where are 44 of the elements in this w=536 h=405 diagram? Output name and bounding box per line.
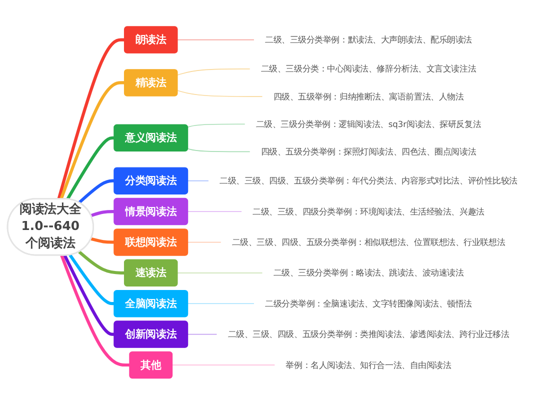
node-text: 二级、三级分类举例：默读法、大声朗读法、配乐朗读法 — [265, 35, 472, 45]
connector — [177, 39, 254, 40]
connector — [90, 210, 114, 218]
node-text: 二级、三级分类：中心阅读法、修辞分析法、文言文读注法 — [260, 64, 476, 74]
connector — [187, 334, 218, 335]
node-box: 全脑阅读法 — [114, 290, 188, 318]
node-text: 二级、三级、四级分类举例：环境阅读法、生活经验法、兴趣法 — [252, 206, 484, 216]
node-text: 二级、三级分类举例：略读法、跳读法、波动速读法 — [273, 268, 464, 278]
connector — [78, 179, 114, 204]
connector — [57, 38, 124, 200]
connector — [63, 254, 114, 336]
connector — [60, 81, 124, 200]
node-text: 二级、三级、四级、五级分类举例：年代分类法、内容形式对比法、评价性比较法 — [220, 176, 518, 186]
node-box: 其他 — [129, 351, 173, 379]
node-box: 速读法 — [124, 259, 178, 287]
connector — [177, 68, 250, 76]
node-text: 四级、五级分类举例：探照灯阅读法、四色法、圈点阅读法 — [260, 146, 476, 157]
node-text: 二级分类举例：全脑速读法、文字转图像阅读法、顿悟法 — [265, 298, 472, 309]
connector — [187, 148, 250, 152]
connector — [187, 124, 246, 128]
connector — [187, 180, 209, 182]
node-text: 二级、三级、四级、五级分类举例：类推阅读法、渗透阅读法、跨行业迁移法 — [228, 330, 510, 340]
connector — [177, 90, 263, 98]
node-box: 创新阅读法 — [114, 320, 188, 348]
connector — [187, 242, 222, 243]
node-text: 四级、五级举例：归纳推断法、寓语前置法、人物法 — [273, 92, 464, 102]
connector — [187, 211, 242, 212]
connector — [78, 250, 124, 275]
connector — [172, 364, 276, 366]
node-box: 意义阅读法 — [114, 124, 188, 152]
node-box: 联想阅读法 — [114, 228, 188, 256]
node-box: 精读法 — [124, 69, 178, 96]
node-box: 朗读法 — [124, 26, 178, 54]
connector — [90, 237, 114, 244]
node-text: 举例：名人阅读法、知行合一法、自由阅读法 — [286, 360, 452, 370]
connector — [66, 136, 114, 200]
connector — [187, 303, 254, 304]
node-text: 二级、三级分类举例：逻辑阅读法、sq3r阅读法、探研反复法 — [256, 119, 482, 130]
node-box: 情景阅读法 — [114, 198, 188, 226]
connector — [60, 254, 130, 367]
node-text: 二级、三级、四级、五级分类举例：相似联想法、位置联想法、行业联想法 — [232, 237, 506, 248]
node-box: 分类阅读法 — [114, 167, 188, 195]
connector — [177, 272, 263, 274]
connector — [68, 254, 114, 306]
